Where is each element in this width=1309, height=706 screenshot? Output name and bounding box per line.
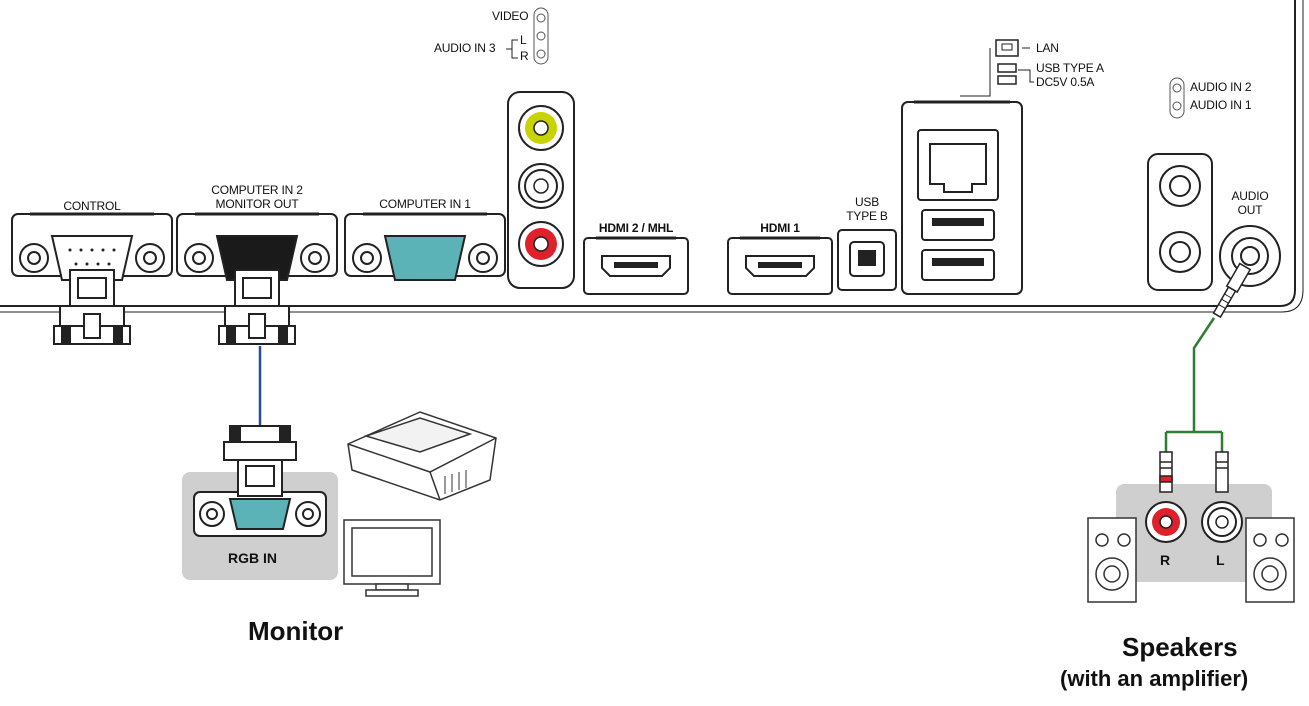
speaker-l-label: L — [1216, 552, 1225, 568]
control-port — [11, 212, 173, 281]
speaker-r-label: R — [1160, 552, 1171, 568]
lan-label: LAN — [1036, 41, 1059, 55]
video-label: VIDEO — [492, 9, 529, 23]
audio-in-3-l-label: L — [520, 33, 527, 47]
control-label: CONTROL — [63, 199, 121, 213]
audio-in-3-r-label: R — [520, 49, 529, 63]
audio-out-jack — [1219, 225, 1281, 287]
audio-out-label-1: AUDIO — [1231, 189, 1269, 203]
usb-a-label: USB TYPE A — [1036, 61, 1104, 75]
computer-in-2-label: COMPUTER IN 2 — [211, 183, 303, 197]
computer-in-1-label: COMPUTER IN 1 — [379, 197, 471, 211]
control-cable-plug — [53, 269, 131, 345]
speaker-right-icon — [1245, 517, 1295, 603]
computer-in-1-port — [344, 212, 506, 281]
projector-rear-panel — [0, 0, 1304, 313]
hdmi-2-label: HDMI 2 / MHL — [598, 221, 674, 235]
speaker-left-icon — [1087, 517, 1137, 603]
projector-icon — [347, 411, 497, 501]
monitor-icon — [343, 519, 441, 597]
speakers-input-panel — [1116, 451, 1272, 582]
speakers-title: Speakers — [1122, 632, 1238, 662]
audio-in-1-2-jacks — [1147, 77, 1213, 291]
monitor-out-label: MONITOR OUT — [215, 197, 299, 211]
audio-out-label-2: OUT — [1237, 203, 1263, 217]
lan-usb-a-block — [901, 39, 1034, 295]
audio-in-3-label: AUDIO IN 3 — [434, 41, 496, 55]
usb-b-label-2: TYPE B — [846, 209, 888, 223]
video-audio-in-3-jacks — [506, 7, 575, 289]
monitor-out-cable-plug — [218, 269, 296, 345]
audio-in-2-label: AUDIO IN 2 — [1190, 80, 1252, 94]
hdmi-1-port — [727, 236, 833, 295]
monitor-input-panel — [182, 425, 338, 580]
hdmi-1-label: HDMI 1 — [760, 221, 800, 235]
audio-out-cable — [1164, 262, 1252, 452]
usb-type-b-port — [837, 229, 897, 291]
usb-a-power-label: DC5V 0.5A — [1036, 75, 1095, 89]
monitor-title: Monitor — [248, 616, 344, 646]
audio-in-1-label: AUDIO IN 1 — [1190, 98, 1252, 112]
hdmi-2-port — [583, 236, 689, 295]
rgb-in-label: RGB IN — [228, 550, 277, 566]
speakers-subtitle: (with an amplifier) — [1060, 666, 1249, 691]
usb-b-label-1: USB — [854, 195, 880, 209]
